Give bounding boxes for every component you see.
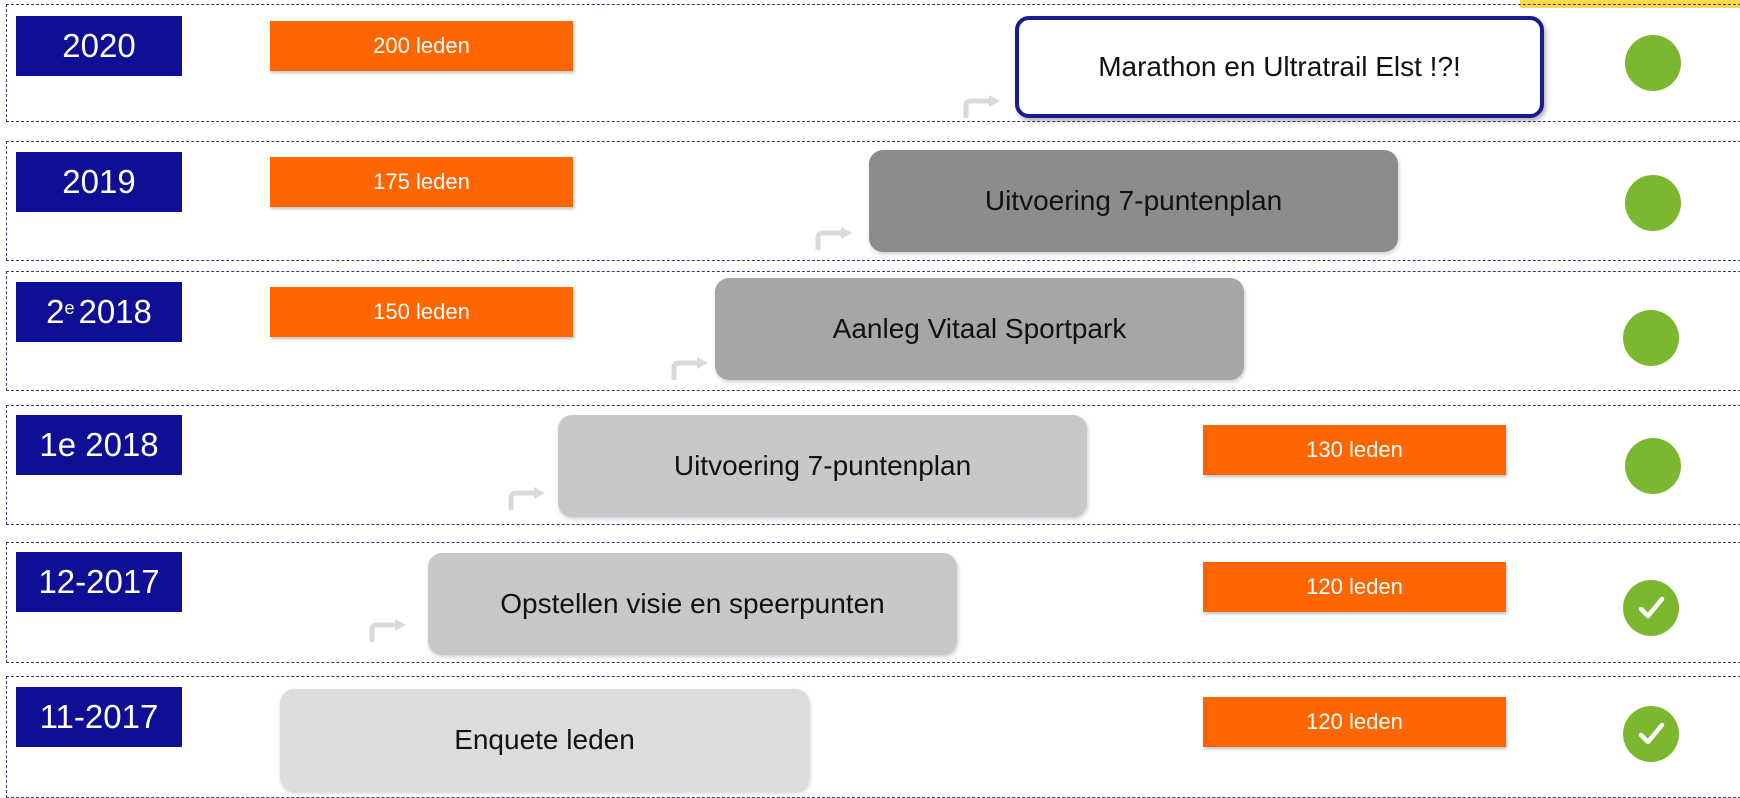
task-box: Marathon en Ultratrail Elst !?!	[1015, 16, 1544, 118]
task-box: Uitvoering 7-puntenplan	[869, 150, 1398, 252]
timeline-row-1e-2018	[6, 405, 1740, 525]
members-badge: 175 leden	[270, 157, 573, 207]
bent-arrow-icon	[963, 95, 1000, 118]
status-dot-icon	[1625, 438, 1681, 494]
task-box: Opstellen visie en speerpunten	[428, 553, 957, 655]
period-superscript: e	[64, 297, 75, 318]
period-text: 1e 2018	[39, 426, 159, 463]
period-label: 12-2017	[16, 552, 182, 612]
status-dot-icon	[1623, 310, 1679, 366]
members-badge: 120 leden	[1203, 697, 1506, 747]
period-label: 11-2017	[16, 687, 182, 747]
period-text-rest: 2018	[78, 293, 152, 330]
period-text: 12-2017	[38, 563, 160, 600]
status-check-icon	[1623, 580, 1679, 636]
bent-arrow-icon	[369, 619, 406, 642]
members-badge: 150 leden	[270, 287, 573, 337]
status-dot-icon	[1625, 175, 1681, 231]
check-icon	[1638, 596, 1665, 619]
bent-arrow-icon	[671, 357, 708, 380]
status-check-icon	[1623, 706, 1679, 762]
task-box: Uitvoering 7-puntenplan	[558, 415, 1087, 517]
period-text: 2020	[62, 27, 136, 64]
timeline-row-2e-2018	[6, 271, 1740, 391]
period-text: 2	[46, 293, 65, 330]
task-box: Aanleg Vitaal Sportpark	[715, 278, 1244, 380]
task-box: Enquete leden	[280, 689, 809, 791]
status-dot-icon	[1625, 35, 1681, 91]
period-text: 2019	[62, 163, 136, 200]
members-badge: 130 leden	[1203, 425, 1506, 475]
bent-arrow-icon	[508, 487, 545, 510]
timeline-row-2019	[6, 141, 1740, 261]
period-label: 1e 2018	[16, 415, 182, 475]
members-badge: 200 leden	[270, 21, 573, 71]
timeline-row-12-2017	[6, 542, 1740, 663]
period-label: 2020	[16, 16, 182, 76]
bent-arrow-icon	[815, 227, 852, 250]
period-text: 11-2017	[39, 698, 159, 735]
timeline-row-2020	[6, 4, 1740, 122]
period-label: 2019	[16, 152, 182, 212]
members-badge: 120 leden	[1203, 562, 1506, 612]
check-icon	[1638, 722, 1665, 745]
